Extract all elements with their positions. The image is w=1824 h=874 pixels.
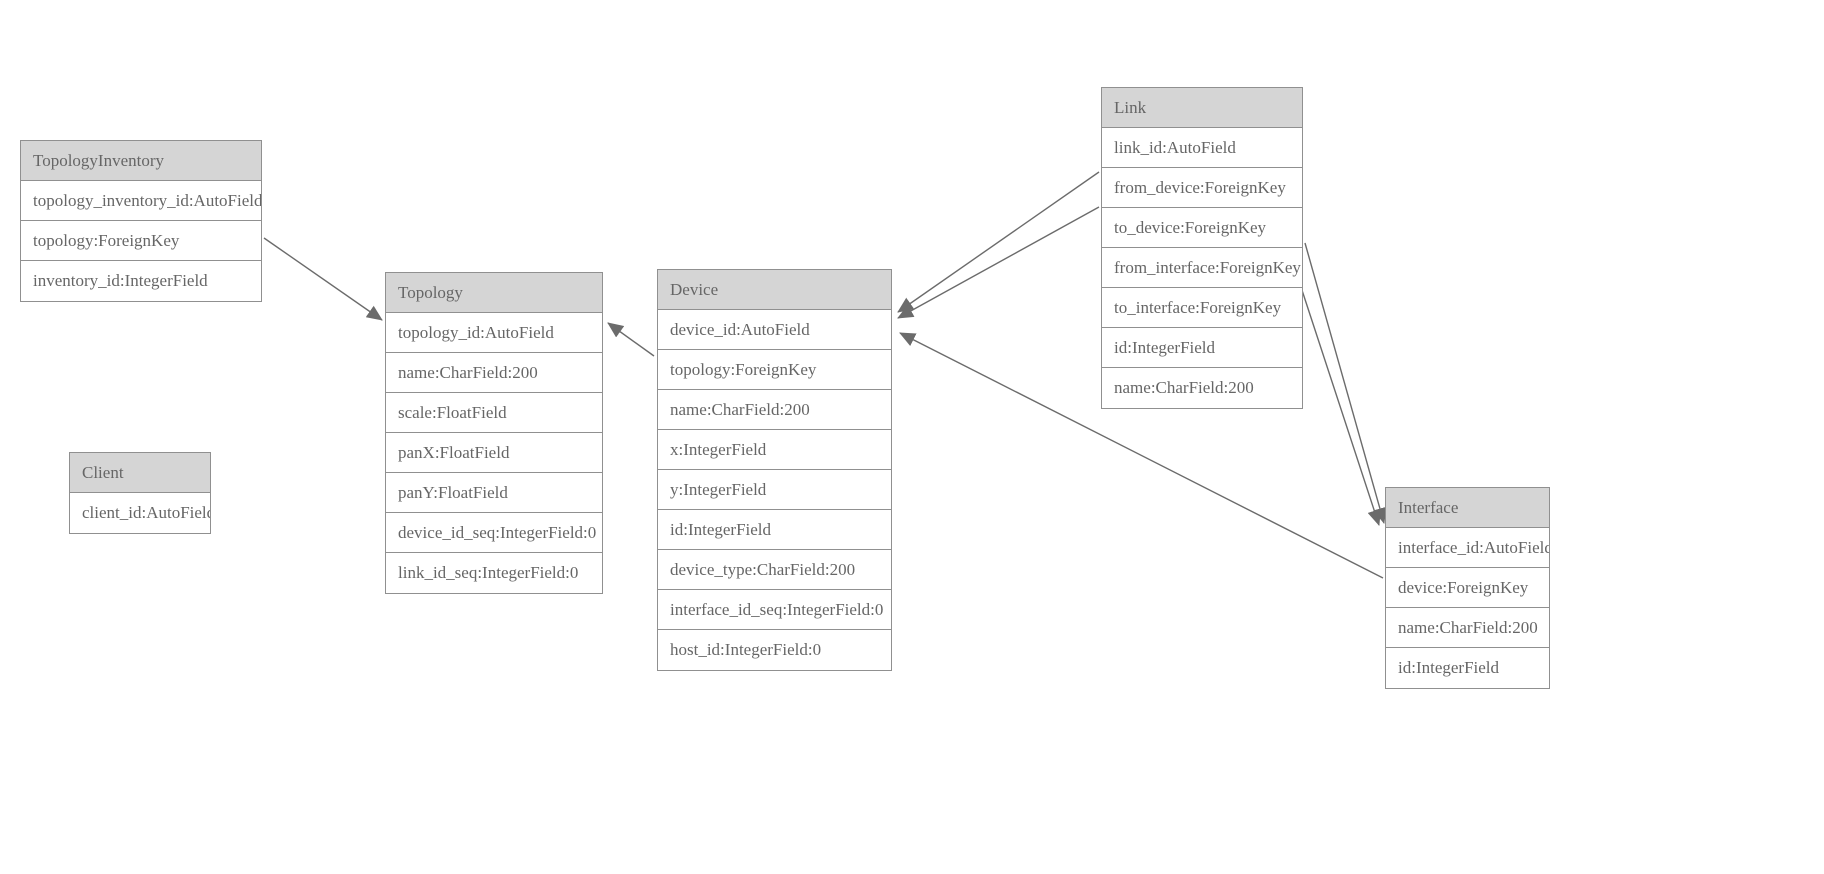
entity-field: scale:FloatField [386, 393, 602, 433]
entity-field: interface_id:AutoField [1386, 528, 1549, 568]
entity-field: link_id_seq:IntegerField:0 [386, 553, 602, 593]
entity-field: topology_inventory_id:AutoField [21, 181, 261, 221]
entity-title-topology: Topology [386, 273, 602, 313]
entity-title-device: Device [658, 270, 891, 310]
entity-field: topology:ForeignKey [21, 221, 261, 261]
entity-field: device:ForeignKey [1386, 568, 1549, 608]
entity-field: device_id:AutoField [658, 310, 891, 350]
entity-title-interface: Interface [1386, 488, 1549, 528]
entity-title-client: Client [70, 453, 210, 493]
edge-device-topology [607, 322, 655, 357]
edge-link-from-device [897, 171, 1100, 313]
entity-field: from_interface:ForeignKey [1102, 248, 1302, 288]
entity-title-topology_inventory: TopologyInventory [21, 141, 261, 181]
entity-field: name:CharField:200 [1102, 368, 1302, 408]
entity-field: x:IntegerField [658, 430, 891, 470]
entity-field: id:IntegerField [1102, 328, 1302, 368]
edge-topologyinventory-topology [263, 237, 383, 321]
edge-link-to-interface [1297, 277, 1381, 526]
edge-link-from-interface [1304, 242, 1387, 524]
entity-field: device_type:CharField:200 [658, 550, 891, 590]
entity-field: topology_id:AutoField [386, 313, 602, 353]
entity-field: to_device:ForeignKey [1102, 208, 1302, 248]
entity-field: interface_id_seq:IntegerField:0 [658, 590, 891, 630]
entity-field: name:CharField:200 [658, 390, 891, 430]
entity-field: id:IntegerField [1386, 648, 1549, 688]
entity-field: host_id:IntegerField:0 [658, 630, 891, 670]
entity-field: client_id:AutoField [70, 493, 210, 533]
entity-field: name:CharField:200 [1386, 608, 1549, 648]
entity-field: y:IntegerField [658, 470, 891, 510]
edge-link-to-device [897, 206, 1100, 319]
entity-field: topology:ForeignKey [658, 350, 891, 390]
entity-field: from_device:ForeignKey [1102, 168, 1302, 208]
entity-field: link_id:AutoField [1102, 128, 1302, 168]
entity-field: to_interface:ForeignKey [1102, 288, 1302, 328]
entity-field: inventory_id:IntegerField [21, 261, 261, 301]
entity-field: device_id_seq:IntegerField:0 [386, 513, 602, 553]
entity-field: panX:FloatField [386, 433, 602, 473]
entity-field: name:CharField:200 [386, 353, 602, 393]
entity-field: id:IntegerField [658, 510, 891, 550]
entity-title-link: Link [1102, 88, 1302, 128]
entity-field: panY:FloatField [386, 473, 602, 513]
